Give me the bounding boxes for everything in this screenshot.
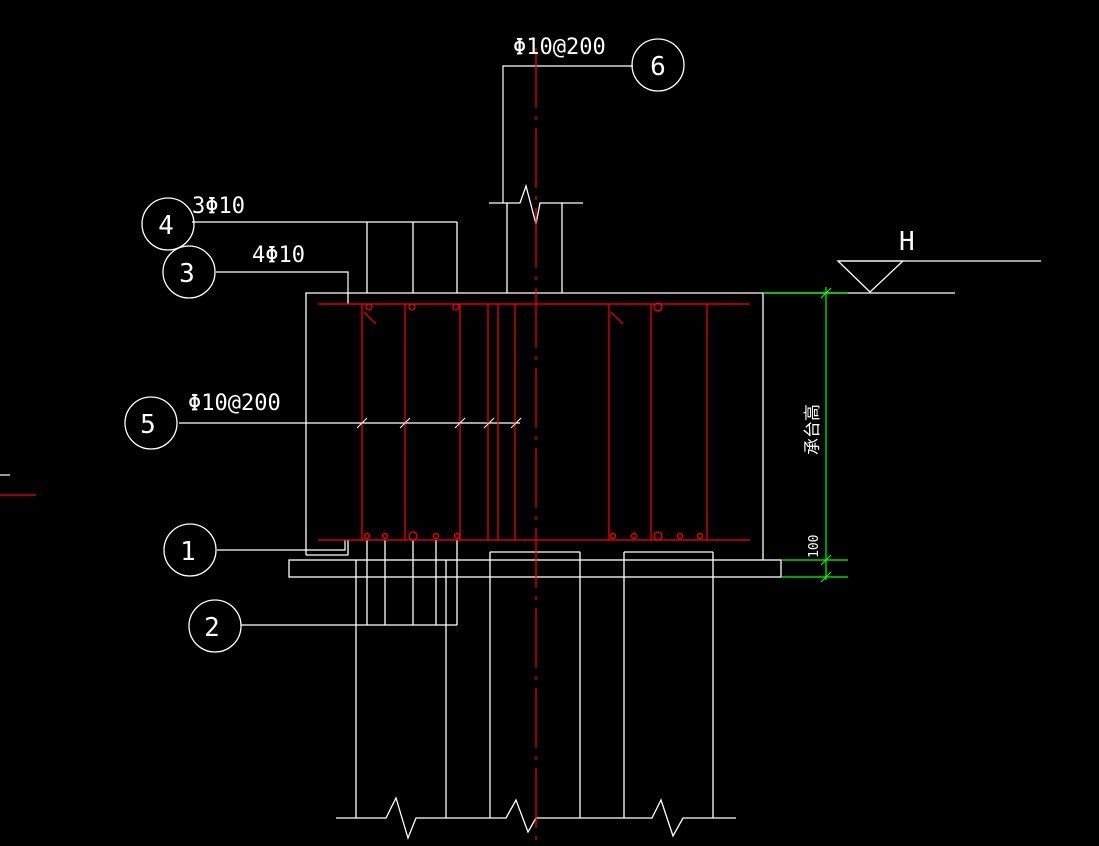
dimensions [763,287,848,583]
callout-2-circle [188,599,242,653]
column-break-symbol [507,183,562,225]
callout-6[interactable]: 6 [631,38,685,92]
cushion-layer [288,559,782,578]
stirrup-top-label: Φ10@200 [513,35,606,60]
callout-3-circle [162,245,216,299]
bar-3phi10-label: 3Φ10 [192,194,245,219]
callout-3[interactable]: 3 [162,245,216,299]
leader-3 [216,271,349,293]
callout-5-text: 5 [140,410,156,440]
pile-break-line [336,796,736,840]
level-mark-label: H [899,227,915,257]
callout-4[interactable]: 4 [141,197,195,251]
callout-6-circle [631,38,685,92]
dim-height-label: 承台高 [803,404,823,455]
callout-4-text: 4 [158,211,174,241]
stirrup-mid-label: Φ10@200 [188,391,281,416]
callout-1-text: 1 [180,537,196,567]
callout-2-text: 2 [204,613,220,643]
column-left [489,202,508,293]
concrete-outline [288,183,955,840]
callout-1-circle [163,523,217,577]
callout-5[interactable]: 5 [124,396,178,450]
callout-3-text: 3 [179,259,195,289]
callout-1[interactable]: 1 [163,523,217,577]
callout-6-text: 6 [650,52,666,82]
level-mark [836,260,1041,293]
callout-5-circle [124,396,178,450]
callout-4-circle [141,197,195,251]
rebar [0,302,750,541]
cap-left-edge [305,292,349,555]
leader-1 [217,540,346,551]
leader-lines [179,65,633,626]
leader-6 [502,65,633,203]
column-right [561,202,583,293]
bar-4phi10-label: 4Φ10 [252,243,305,268]
callout-2[interactable]: 2 [188,599,242,653]
dim-cushion-label: 100 [807,535,822,558]
